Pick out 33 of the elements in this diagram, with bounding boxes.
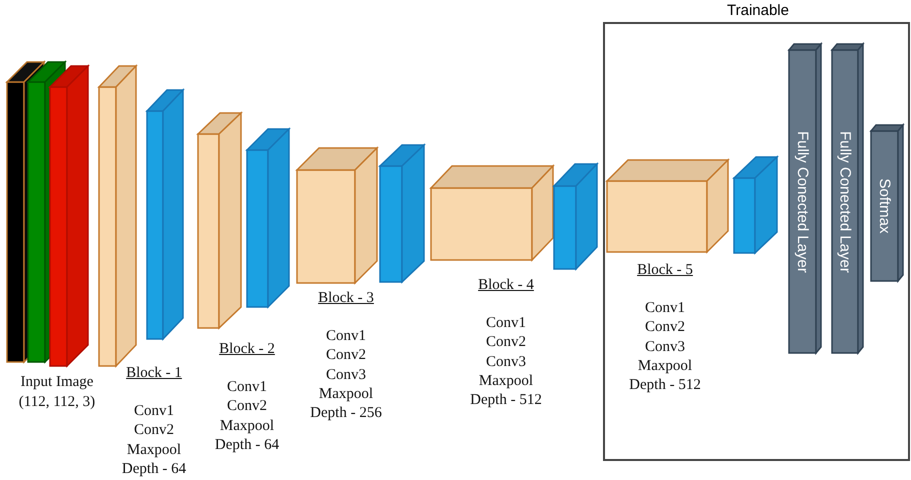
layer-detail: Maxpool bbox=[126, 440, 182, 460]
input-caption: Input Image (112, 112, 3) bbox=[18, 373, 96, 412]
layer-detail: Maxpool bbox=[318, 384, 374, 404]
block-title: Block - 3 bbox=[317, 289, 375, 308]
layer-detail: Depth - 64 bbox=[214, 436, 280, 455]
layer-detail: Depth - 512 bbox=[628, 376, 702, 396]
layer-label: Softmax bbox=[875, 178, 894, 234]
block-title: Block - 5 bbox=[636, 261, 694, 280]
layer-detail: Conv3 bbox=[484, 352, 527, 372]
layer-detail: Depth - 256 bbox=[309, 404, 383, 424]
layer-detail: Conv2 bbox=[132, 421, 175, 440]
layer-detail: Conv3 bbox=[324, 366, 367, 385]
block-title: Block - 2 bbox=[218, 340, 276, 359]
layer-detail: Conv3 bbox=[644, 338, 686, 357]
layer-label: Fully Conected Layer bbox=[836, 130, 854, 272]
layer-detail: Conv2 bbox=[484, 333, 527, 352]
layer-detail: Conv1 bbox=[484, 314, 527, 333]
layer-detail: Conv1 bbox=[324, 327, 367, 346]
layer-detail: Conv2 bbox=[324, 346, 367, 366]
layer-detail: Depth - 512 bbox=[469, 391, 543, 410]
group-title: Trainable bbox=[726, 2, 790, 20]
layer-label: Fully Conected Layer bbox=[793, 130, 812, 272]
layer-detail: Maxpool bbox=[218, 416, 276, 436]
layer-detail: Conv2 bbox=[644, 318, 686, 338]
layer-detail: Conv1 bbox=[132, 402, 175, 421]
layer-detail: Conv1 bbox=[644, 299, 686, 318]
layer-detail: Conv1 bbox=[226, 378, 268, 397]
block-title: Block - 1 bbox=[125, 364, 183, 383]
block-title: Block - 4 bbox=[477, 276, 535, 295]
layer-detail: Conv2 bbox=[226, 397, 268, 416]
layer-detail: Maxpool bbox=[478, 372, 534, 391]
layer-detail: Maxpool bbox=[636, 356, 694, 376]
layer-detail: Depth - 64 bbox=[120, 460, 188, 479]
